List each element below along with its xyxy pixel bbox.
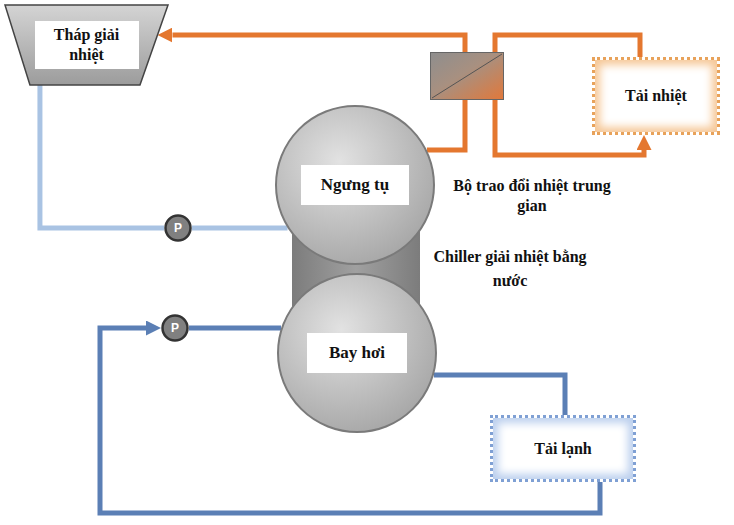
pipe-connector	[192, 226, 288, 231]
pump-symbol: P	[161, 314, 189, 342]
pump-letter: P	[171, 322, 179, 334]
pipe-connector	[172, 35, 465, 52]
exchanger-outline	[431, 53, 504, 100]
node-text: Tháp giải nhiệt	[35, 21, 139, 69]
cooling-tower: Tháp giải nhiệt	[5, 5, 168, 85]
node-text: Ngưng tụ	[301, 165, 409, 204]
pump-symbol: P	[164, 214, 192, 242]
pump-outline	[163, 316, 188, 341]
heat-exchanger-outline	[430, 52, 504, 100]
node-text: Bộ trao đổi nhiệt trung gian	[452, 176, 612, 216]
pump-letter: P	[174, 222, 182, 234]
chiller-label: Chiller giải nhiệt bằng nước	[430, 245, 590, 293]
vessel-outline	[276, 106, 434, 264]
tower-outline	[5, 5, 168, 85]
cooling-load-box: Tải lạnh	[490, 415, 636, 482]
node-text: Tải lạnh	[526, 436, 599, 462]
pipe-connector	[427, 100, 465, 150]
exchanger-plate	[432, 54, 502, 98]
pipe-connector	[40, 85, 164, 228]
evaporator-circle: Bay hơi	[277, 273, 437, 433]
pump-outline	[166, 216, 191, 241]
node-text: Tải nhiệt	[617, 83, 695, 109]
condenser-circle: Ngưng tụ	[275, 105, 435, 265]
heat-exchanger: Bộ trao đổi nhiệt trung gian	[430, 52, 504, 100]
heat-load-box: Tải nhiệt	[592, 57, 720, 135]
pipe-connector	[189, 326, 281, 331]
pipe-connector	[495, 35, 640, 57]
node-text: Bay hơi	[307, 333, 407, 372]
pipe-connector	[434, 375, 565, 415]
vessel-outline	[278, 274, 436, 432]
